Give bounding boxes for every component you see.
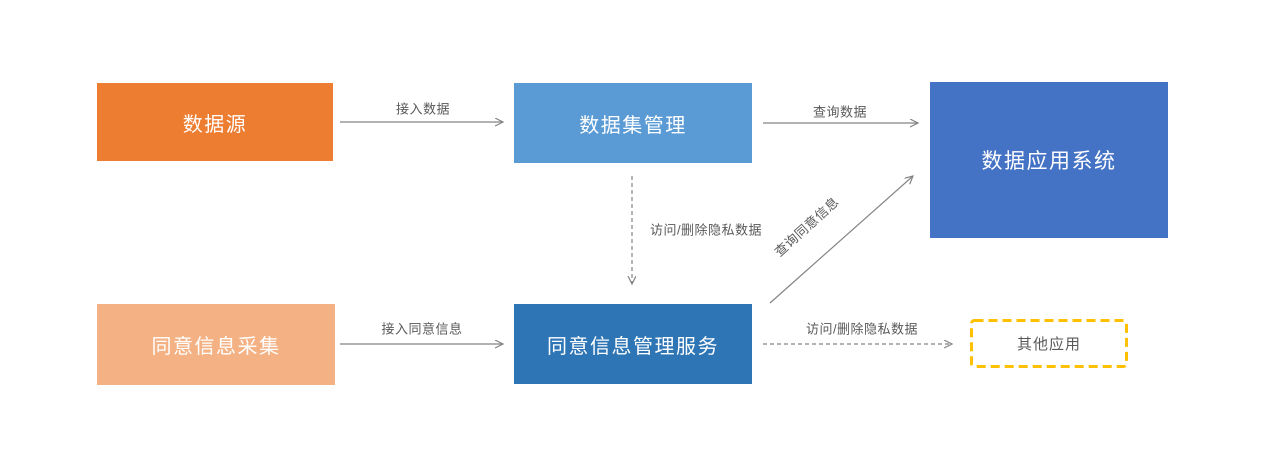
arrow-label-access-delete-private-data: 访问/删除隐私数据 xyxy=(649,222,763,238)
data-source-box: 数据源 xyxy=(97,83,333,161)
arrow-label-query-data: 查询数据 xyxy=(812,104,868,120)
other-applications-box: 其他应用 xyxy=(970,319,1128,368)
dataset-management-box: 数据集管理 xyxy=(514,83,752,163)
consent-collection-label: 同意信息采集 xyxy=(151,336,281,358)
arrow-label-access-data: 接入数据 xyxy=(395,101,451,117)
other-apps-dashed-border xyxy=(970,319,1128,368)
dataset-management-label: 数据集管理 xyxy=(579,114,687,137)
consent-collection-box: 同意信息采集 xyxy=(97,304,335,385)
data-application-system-box: 数据应用系统 xyxy=(930,82,1168,238)
consent-management-service-label: 同意信息管理服务 xyxy=(547,335,719,358)
data-source-label: 数据源 xyxy=(182,113,248,136)
data-application-system-label: 数据应用系统 xyxy=(981,150,1117,173)
arrow-label-access-consent-info: 接入同意信息 xyxy=(381,321,463,337)
consent-management-service-box: 同意信息管理服务 xyxy=(514,304,752,384)
other-applications-label: 其他应用 xyxy=(1016,336,1081,353)
arrow-query-consent-line xyxy=(769,176,913,304)
arrow-label-access-delete-private-data-2: 访问/删除隐私数据 xyxy=(805,321,919,337)
